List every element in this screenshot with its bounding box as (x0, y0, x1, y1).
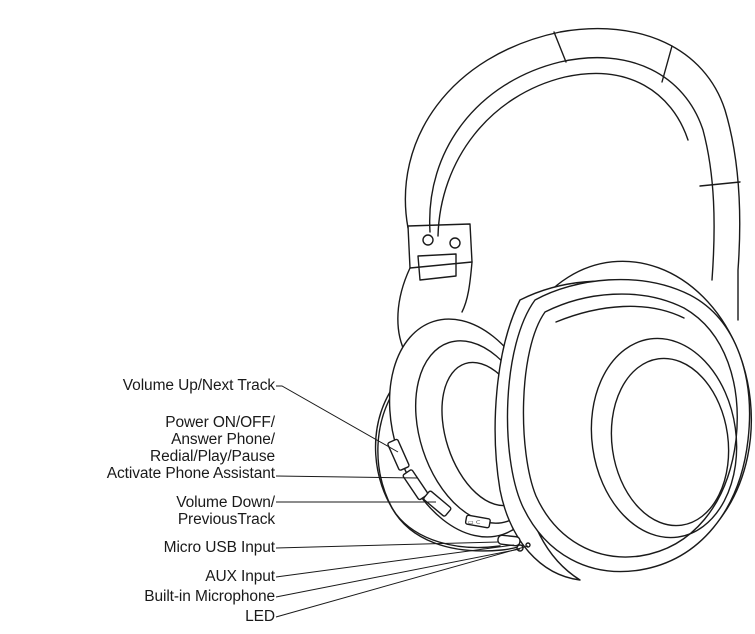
callout-microphone: Built-in Microphone (144, 588, 275, 605)
control-buttons: ▭ ⊂ (387, 438, 531, 552)
callout-power: Power ON/OFF/ Answer Phone/ Redial/Play/… (107, 414, 275, 482)
callout-power-line4: Activate Phone Assistant (106, 465, 275, 482)
callout-aux-text: AUX Input (205, 568, 275, 585)
volume-down-button (423, 490, 452, 517)
callout-power-line1: Power ON/OFF/ (165, 414, 275, 431)
callout-volume-up: Volume Up/Next Track (123, 377, 275, 394)
callout-volume-down-line1: Volume Down/ (176, 494, 275, 511)
callout-micro-usb-text: Micro USB Input (163, 539, 275, 556)
callout-micro-usb: Micro USB Input (164, 539, 275, 556)
callout-led: LED (245, 608, 275, 625)
leader-aux (275, 544, 515, 578)
usb-port (464, 514, 491, 529)
headband (404, 28, 741, 321)
hinge-screw-left (422, 234, 434, 246)
hinge-screw-right (449, 237, 461, 249)
ear-cup-right-front (506, 278, 751, 573)
hinge (397, 223, 473, 351)
leader-led (275, 545, 529, 618)
callout-power-line2: Answer Phone/ (171, 431, 275, 448)
leader-microphone (275, 548, 521, 598)
aux-port (497, 534, 521, 547)
usb-port-glyph: ▭ ⊂ (468, 519, 481, 526)
callout-led-text: LED (245, 608, 275, 625)
callout-volume-down: Volume Down/ PreviousTrack (176, 494, 275, 528)
callout-power-line3: Redial/Play/Pause (150, 448, 275, 465)
leader-lines (275, 385, 529, 618)
leader-micro-usb (275, 541, 499, 549)
callout-aux: AUX Input (205, 568, 275, 585)
callout-microphone-text: Built-in Microphone (144, 588, 275, 605)
leader-volume-up (276, 385, 399, 453)
volume-up-button (387, 438, 410, 471)
callout-volume-down-line2: PreviousTrack (177, 511, 275, 528)
callout-volume-up-text: Volume Up/Next Track (122, 377, 275, 394)
leader-power (275, 475, 419, 479)
